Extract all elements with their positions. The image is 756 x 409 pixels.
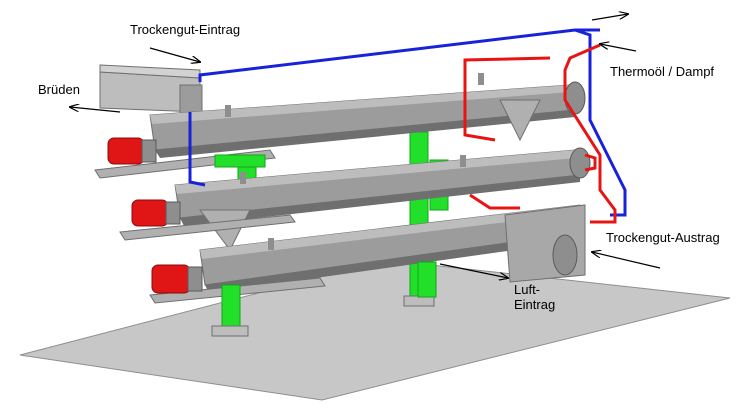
pipe-red-loop-top bbox=[463, 56, 551, 142]
arrow-trockengut-austrag bbox=[592, 252, 661, 269]
motor-top bbox=[107, 137, 157, 165]
label-luft-eintrag: Luft- Eintrag bbox=[514, 282, 574, 312]
dryer-bottom bbox=[149, 204, 586, 304]
label-luft-line2: Eintrag bbox=[514, 297, 556, 312]
arrow-exhaust bbox=[591, 14, 628, 21]
arrow-thermoel-dampf bbox=[600, 44, 637, 52]
motor-middle bbox=[131, 199, 181, 227]
label-luft-line1: Luft- bbox=[514, 282, 541, 297]
arrow-brueden bbox=[70, 107, 121, 113]
dryer-top bbox=[94, 64, 586, 179]
floor-plate bbox=[19, 259, 731, 401]
label-thermoel-dampf: Thermoöl / Dampf bbox=[610, 64, 715, 79]
label-trockengut-austrag: Trockengut-Austrag bbox=[606, 230, 720, 245]
motor-bottom bbox=[151, 264, 203, 294]
pipe-blue bbox=[198, 28, 600, 82]
pipe-blue-return bbox=[574, 28, 627, 217]
arrow-luft-eintrag bbox=[439, 263, 508, 278]
arrow-trockengut-eintrag bbox=[149, 47, 200, 62]
pipe-red-loop-mid bbox=[584, 153, 597, 172]
label-trockengut-eintrag: Trockengut-Eintrag bbox=[130, 22, 241, 37]
label-brueden: Brüden bbox=[38, 82, 80, 97]
pipe-blue-left bbox=[188, 112, 206, 187]
pipe-red-loop-low bbox=[469, 193, 520, 210]
pipe-red bbox=[563, 43, 617, 224]
support-frame-front bbox=[211, 261, 437, 337]
